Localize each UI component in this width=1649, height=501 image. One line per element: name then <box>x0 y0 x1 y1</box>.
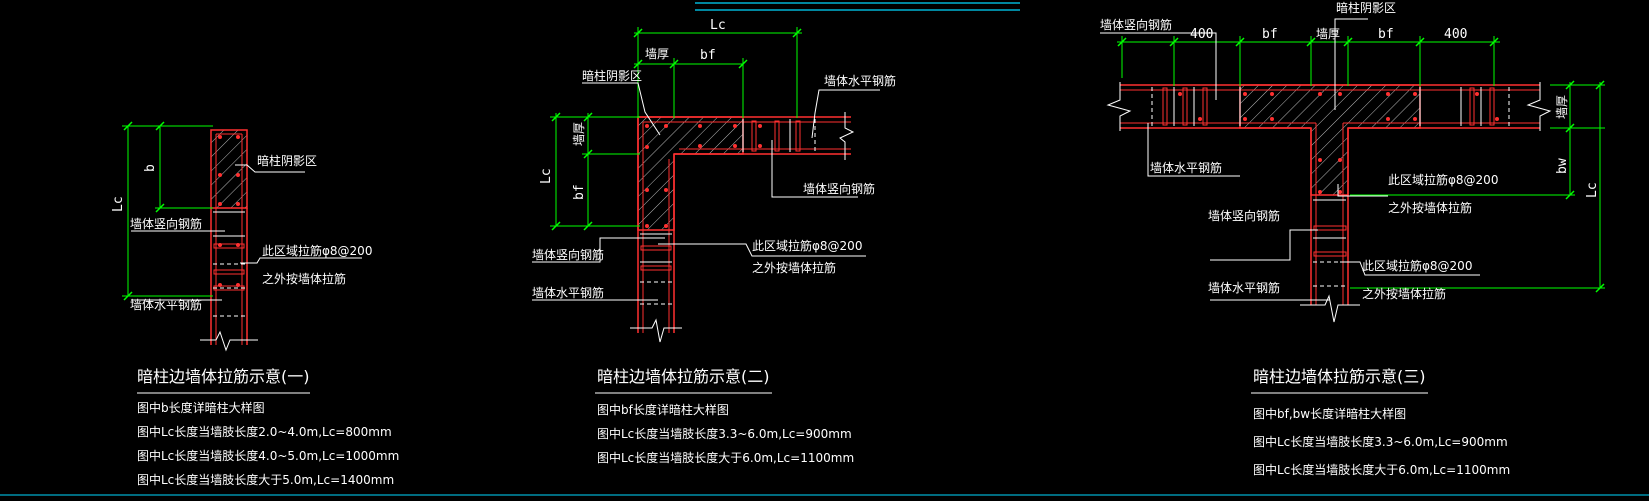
fig2-dim-top <box>634 27 802 118</box>
fig3-dim-thick: 墙厚 <box>1316 27 1340 41</box>
fig3-label-vertical-top: 墙体竖向钢筋 <box>1100 17 1172 32</box>
fig3-label-tie1-lower: 此区域拉筋φ8@200 <box>1362 258 1472 273</box>
fig3-label-tie1-upper: 此区域拉筋φ8@200 <box>1388 172 1498 187</box>
fig3-dim-right-ticks <box>1565 80 1605 293</box>
fig3-dim-bf-left: bf <box>1262 27 1278 42</box>
fig3-break-left <box>1106 82 1132 131</box>
fig1-horizontal-bars <box>213 211 245 317</box>
fig3-dim-400-left: 400 <box>1190 27 1213 42</box>
figure-3: 400 bf 墙厚 bf 400 墙厚 bw Lc <box>1100 0 1605 477</box>
fig3-dim-top <box>1117 36 1500 86</box>
fig1-label-shadow: 暗柱阴影区 <box>257 153 317 168</box>
fig1-dim-b: b <box>143 164 158 172</box>
fig2-break-right <box>839 112 855 160</box>
fig2-dim-thick: 墙厚 <box>645 47 669 61</box>
fig2-break-bottom <box>630 318 682 343</box>
fig2-label-horizontal-top: 墙体水平钢筋 <box>824 73 896 88</box>
fig3-note-3: 图中Lc长度当墙肢长度大于6.0m,Lc=1100mm <box>1253 462 1510 477</box>
fig2-dim-bf-left: bf <box>572 184 587 200</box>
fig1-label-tie2: 之外按墙体拉筋 <box>262 271 346 286</box>
fig3-dim-lc: Lc <box>1585 182 1600 198</box>
fig2-dim-top-ticks <box>633 28 802 69</box>
fig2-ties-wing <box>640 120 801 271</box>
fig2-leaders <box>532 82 880 301</box>
fig3-dim-thick-right: 墙厚 <box>1555 95 1569 119</box>
fig3-dim-right <box>1350 82 1605 289</box>
fig1-label-tie1: 此区域拉筋φ8@200 <box>262 243 372 258</box>
fig2-note-3: 图中Lc长度当墙肢长度大于6.0m,Lc=1100mm <box>597 450 854 465</box>
fig3-label-tie2-lower: 之外按墙体拉筋 <box>1362 286 1446 301</box>
fig3-vertical-rebar <box>1178 92 1499 194</box>
fig1-shadow-zone <box>210 129 248 209</box>
fig1-leaders <box>131 164 362 301</box>
fig2-horizontal-bars <box>640 119 816 305</box>
fig1-note-3: 图中Lc长度当墙肢长度4.0~5.0m,Lc=1000mm <box>137 448 399 463</box>
fig3-dim-top-ticks <box>1117 37 1499 47</box>
fig1-note-4: 图中Lc长度当墙肢长度大于5.0m,Lc=1400mm <box>137 472 394 487</box>
fig3-break-right <box>1526 82 1552 131</box>
fig3-label-tie2-upper: 之外按墙体拉筋 <box>1388 200 1472 215</box>
fig3-break-bottom <box>1300 294 1360 323</box>
fig3-note-1: 图中bf,bw长度详暗柱大样图 <box>1253 406 1406 421</box>
fig1-label-horizontal: 墙体水平钢筋 <box>130 297 202 312</box>
fig3-dim-bw: bw <box>1555 158 1570 174</box>
fig2-title: 暗柱边墙体拉筋示意(二) <box>597 367 770 386</box>
fig3-dim-400-right: 400 <box>1444 27 1467 42</box>
fig1-wall <box>210 133 248 345</box>
fig3-label-horizontal-mid: 墙体水平钢筋 <box>1150 160 1222 175</box>
fig2-label-horizontal-left: 墙体水平钢筋 <box>532 285 604 300</box>
fig2-shadow-zone <box>637 116 744 231</box>
fig3-title: 暗柱边墙体拉筋示意(三) <box>1253 367 1426 386</box>
fig2-dim-left <box>550 113 640 227</box>
fig2-label-shadow: 暗柱阴影区 <box>582 68 642 83</box>
fig3-ties <box>1162 87 1495 257</box>
fig1-title: 暗柱边墙体拉筋示意(一) <box>137 367 310 386</box>
fig3-note-2: 图中Lc长度当墙肢长度3.3~6.0m,Lc=900mm <box>1253 434 1508 449</box>
fig1-ties <box>213 243 245 291</box>
fig2-label-vertical-left: 墙体竖向钢筋 <box>532 247 604 262</box>
fig1-note-1: 图中b长度详暗柱大样图 <box>137 400 265 415</box>
fig1-label-vertical: 墙体竖向钢筋 <box>130 216 202 231</box>
fig2-label-vertical-right: 墙体竖向钢筋 <box>803 181 875 196</box>
figure-2: Lc 墙厚 bf 墙厚 bf Lc 暗柱阴影区 <box>532 18 896 465</box>
fig3-dim-bf-right: bf <box>1378 27 1394 42</box>
figure-1: b Lc 暗柱阴影区 墙体竖向钢筋 墙体水平钢筋 此区域拉筋φ8@200 之外按… <box>111 121 399 487</box>
fig3-bars <box>1151 87 1510 287</box>
fig1-break-line <box>200 330 258 352</box>
fig2-dim-lc-left: Lc <box>539 168 554 184</box>
fig1-dim-lc: Lc <box>111 196 126 212</box>
fig3-label-horizontal-low: 墙体水平钢筋 <box>1208 280 1280 295</box>
fig1-dim-ticks <box>123 121 165 301</box>
fig2-label-tie1: 此区域拉筋φ8@200 <box>752 238 862 253</box>
fig2-dim-thick-left: 墙厚 <box>572 122 586 146</box>
fig3-label-shadow: 暗柱阴影区 <box>1336 0 1396 15</box>
fig2-dim-lc-top: Lc <box>710 18 726 33</box>
top-border-lines <box>695 2 1020 11</box>
fig2-vertical-rebar <box>645 124 762 228</box>
fig1-note-2: 图中Lc长度当墙肢长度2.0~4.0m,Lc=800mm <box>137 424 392 439</box>
fig2-note-1: 图中bf长度详暗柱大样图 <box>597 402 729 417</box>
fig2-note-2: 图中Lc长度当墙肢长度3.3~6.0m,Lc=900mm <box>597 426 852 441</box>
fig2-dim-left-ticks <box>551 112 593 231</box>
fig3-label-vertical-mid: 墙体竖向钢筋 <box>1208 208 1280 223</box>
fig3-leaders <box>1100 18 1480 301</box>
fig1-vertical-rebar <box>218 135 240 287</box>
fig1-dim-lines <box>122 125 213 297</box>
fig2-label-tie2: 之外按墙体拉筋 <box>752 260 836 275</box>
fig2-dim-bf-top: bf <box>700 48 716 63</box>
